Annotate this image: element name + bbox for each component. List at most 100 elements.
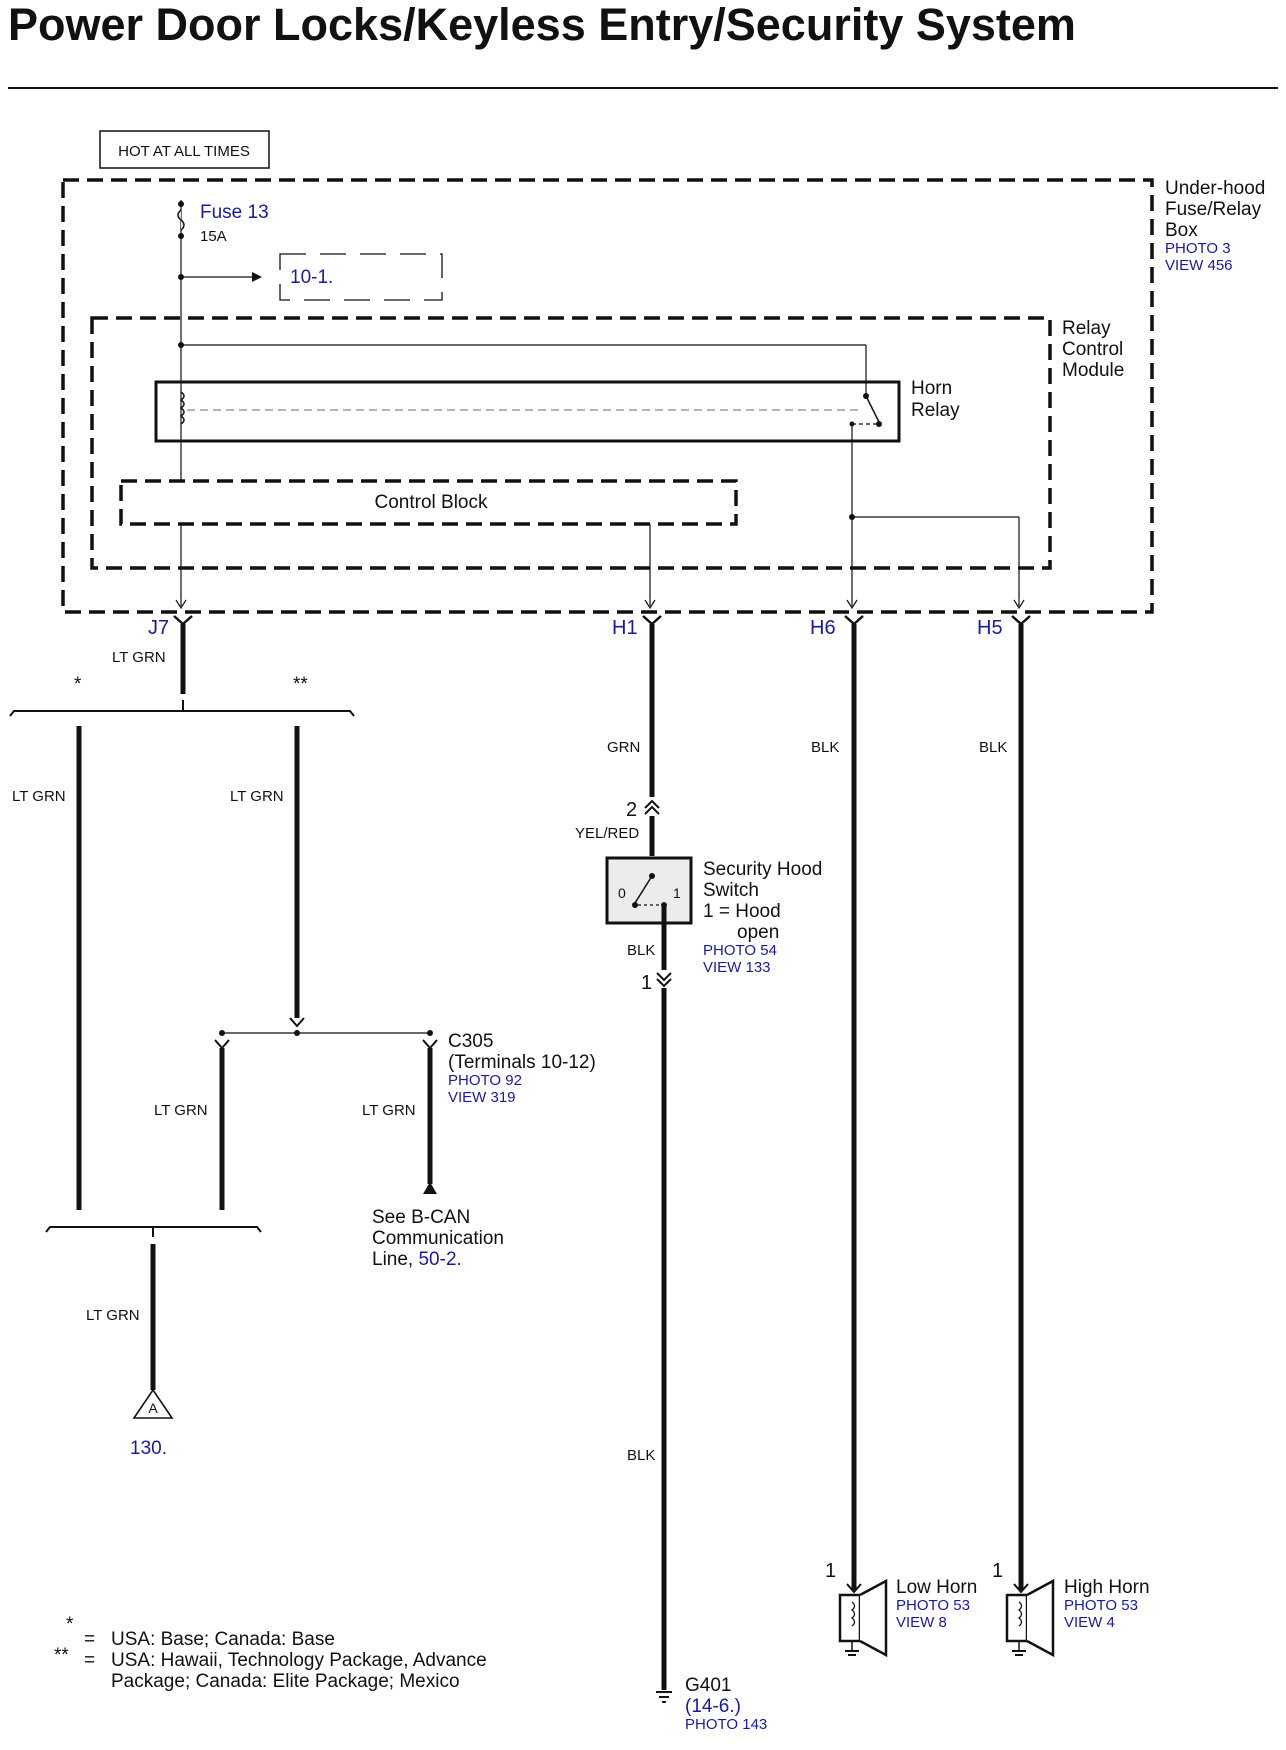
relay-control-module-box — [90, 316, 1052, 570]
hood-switch-view-link[interactable]: VIEW 133 — [703, 959, 771, 976]
hood-switch-label-4: open — [737, 922, 779, 943]
hood-switch-arm — [634, 875, 653, 904]
note-1-mark: * — [66, 1614, 74, 1635]
fuse-13-rating: 15A — [200, 228, 227, 245]
high-horn-view-link[interactable]: VIEW 4 — [1064, 1614, 1115, 1631]
relay-contact-bottom — [876, 421, 882, 427]
terminal-h6-label[interactable]: H6 — [810, 617, 836, 639]
wire-yel-red-color: YEL/RED — [575, 825, 639, 842]
terminal-h6-icon — [844, 615, 864, 626]
hood-switch-pos-0: 0 — [618, 885, 626, 901]
note-2-mark: ** — [54, 1645, 69, 1666]
wire-h1-color: GRN — [607, 739, 640, 756]
wire-option-package-color: LT GRN — [230, 788, 284, 805]
note-1-eq: = — [84, 1629, 95, 1650]
hood-switch-label-3: 1 = Hood — [703, 901, 781, 922]
ground-ref-link[interactable]: (14-6.) — [685, 1696, 741, 1717]
high-horn-pin-1: 1 — [992, 1560, 1003, 1582]
pin-2-connector-icon — [644, 799, 660, 809]
wire-switch-out-color: BLK — [627, 942, 655, 959]
terminal-h1-icon — [642, 615, 662, 626]
splice-node-right — [427, 1030, 433, 1036]
fuse-13-label[interactable]: Fuse 13 — [200, 202, 269, 223]
c305-photo-link[interactable]: PHOTO 92 — [448, 1072, 522, 1089]
control-block-box — [119, 479, 738, 526]
note-1-text: USA: Base; Canada: Base — [111, 1629, 335, 1650]
high-horn-name: High Horn — [1064, 1577, 1150, 1598]
ground-name: G401 — [685, 1675, 731, 1696]
underhood-box-label-2: Fuse/Relay — [1165, 199, 1262, 220]
hood-switch-photo-link[interactable]: PHOTO 54 — [703, 942, 777, 959]
high-horn-photo-link[interactable]: PHOTO 53 — [1064, 1597, 1138, 1614]
terminal-j7-label[interactable]: J7 — [148, 617, 169, 639]
connector-a-triangle-icon — [132, 1388, 174, 1419]
arrow-right-icon — [252, 272, 262, 282]
low-horn-speaker-icon — [859, 1578, 888, 1658]
relay-module-label-2: Control — [1062, 339, 1123, 360]
high-horn-coil-icon — [1017, 1601, 1023, 1627]
pin-1-connector-icon — [656, 972, 672, 982]
connector-a-letter: A — [148, 1400, 158, 1416]
underhood-box-label-3: Box — [1165, 220, 1198, 241]
bcan-label-3-text: Line, — [372, 1249, 418, 1270]
terminal-h5-icon — [1011, 615, 1031, 626]
high-horn-connector-icon — [1013, 1583, 1029, 1594]
low-horn-name: Low Horn — [896, 1577, 977, 1598]
low-horn-view-link[interactable]: VIEW 8 — [896, 1614, 947, 1631]
horn-relay-label-1: Horn — [911, 378, 952, 399]
bcan-label-3: Line, 50-2. — [372, 1249, 462, 1270]
fuse-bottom-node — [178, 233, 184, 239]
wire-option-base-color: LT GRN — [12, 788, 66, 805]
ref-10-1-link[interactable]: 10-1. — [290, 267, 333, 288]
splice-node-left — [219, 1030, 225, 1036]
relay-module-label-1: Relay — [1062, 318, 1111, 339]
fuse-13-icon — [177, 209, 185, 231]
hood-switch-label-1: Security Hood — [703, 859, 822, 880]
relay-module-label-3: Module — [1062, 360, 1124, 381]
note-2-text-2: Package; Canada: Elite Package; Mexico — [111, 1671, 460, 1692]
low-horn-connector-icon — [846, 1583, 862, 1594]
relay-contact-arm — [865, 395, 880, 423]
terminal-h5-label[interactable]: H5 — [977, 617, 1003, 639]
high-horn-body — [1005, 1593, 1029, 1643]
note-2-eq: = — [84, 1650, 95, 1671]
bcan-ref-link[interactable]: 50-2. — [418, 1249, 461, 1270]
control-block-label: Control Block — [375, 492, 488, 513]
hood-switch-contact-open — [632, 902, 638, 908]
arrow-down-icon — [644, 599, 656, 610]
wire-h6-color: BLK — [811, 739, 839, 756]
option-bracket-top — [9, 710, 355, 717]
terminal-h1-label[interactable]: H1 — [612, 617, 638, 639]
wire-to-a-color: LT GRN — [86, 1307, 140, 1324]
wire-package-connector-icon — [289, 1017, 305, 1028]
wire-j7-color: LT GRN — [112, 649, 166, 666]
horn-relay-box — [154, 380, 901, 443]
low-horn-pin-1: 1 — [825, 1560, 836, 1582]
low-horn-body — [838, 1593, 862, 1643]
c305-view-link[interactable]: VIEW 319 — [448, 1089, 516, 1106]
option-mark-single: * — [74, 674, 82, 695]
c305-left-connector-icon — [214, 1039, 230, 1050]
low-horn-photo-link[interactable]: PHOTO 53 — [896, 1597, 970, 1614]
note-2-text-1: USA: Hawaii, Technology Package, Advance — [111, 1650, 487, 1671]
wire-h5-color: BLK — [979, 739, 1007, 756]
wire-c305-left-color: LT GRN — [154, 1102, 208, 1119]
underhood-box-view-link[interactable]: VIEW 456 — [1165, 257, 1233, 274]
underhood-box-photo-link[interactable]: PHOTO 3 — [1165, 240, 1231, 257]
terminal-j7-icon — [173, 615, 193, 626]
connector-a-ref-link[interactable]: 130. — [130, 1438, 167, 1459]
hot-at-all-times-label: HOT AT ALL TIMES — [118, 143, 250, 160]
c305-right-connector-icon — [422, 1039, 438, 1050]
ground-photo-link[interactable]: PHOTO 143 — [685, 1716, 767, 1733]
hood-switch-pos-1: 1 — [673, 885, 681, 901]
bcan-label-1: See B-CAN — [372, 1207, 470, 1228]
ref-10-1-box — [279, 253, 443, 301]
horn-relay-label-2: Relay — [911, 400, 960, 421]
c305-terminals: (Terminals 10-12) — [448, 1052, 596, 1073]
ground-pin-1: 1 — [641, 972, 652, 994]
hood-switch-label-2: Switch — [703, 880, 759, 901]
arrow-down-icon — [846, 599, 858, 610]
low-horn-coil-icon — [850, 1601, 856, 1627]
fuse-top-node — [178, 201, 184, 207]
